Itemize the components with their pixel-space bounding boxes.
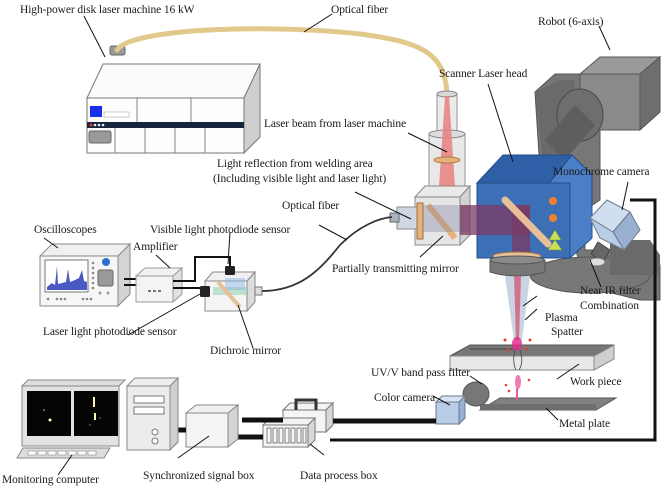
label-laser-machine: High-power disk laser machine 16 kW xyxy=(20,4,195,16)
synchronized-signal-box xyxy=(184,403,240,449)
label-near-ir-filter: Near IR filter xyxy=(580,285,641,297)
optical-fiber-top xyxy=(114,26,450,97)
laser-machine xyxy=(86,45,261,155)
laser-light-photodiode xyxy=(200,286,210,297)
laser-beam-cone xyxy=(505,276,530,340)
label-laser-beam: Laser beam from laser machine xyxy=(264,118,407,130)
label-dichroic-mirror: Dichroic mirror xyxy=(210,345,281,357)
oscilloscope xyxy=(38,242,132,308)
label-monochrome-camera: Monochrome camera xyxy=(553,166,650,178)
monitor-screen-left xyxy=(27,391,71,436)
label-optical-fiber-top: Optical fiber xyxy=(331,4,389,16)
laser-machine-panel xyxy=(88,130,112,144)
label-color-camera: Color camera xyxy=(374,392,436,404)
label-light-reflection-1: Light reflection from welding area xyxy=(217,158,373,170)
label-visible-sensor: Visible light photodiode sensor xyxy=(150,224,291,236)
label-amplifier: Amplifier xyxy=(133,241,178,253)
data-process-box xyxy=(261,398,335,449)
monochrome-camera xyxy=(588,199,641,267)
visible-light-photodiode xyxy=(225,266,235,275)
label-optical-fiber-mid: Optical fiber xyxy=(282,200,340,212)
metal-plate xyxy=(478,397,618,411)
scanner-laser-head xyxy=(460,154,593,277)
signal-cable-frame xyxy=(330,198,657,442)
label-work-piece: Work piece xyxy=(570,376,622,388)
robot xyxy=(529,55,662,301)
label-metal-plate: Metal plate xyxy=(559,418,610,430)
label-uv-filter: UV/V band pass filter xyxy=(371,367,470,379)
label-laser-sensor: Laser light photodiode sensor xyxy=(43,326,177,338)
label-spatter: Spatter xyxy=(551,326,583,338)
label-oscilloscopes: Oscilloscopes xyxy=(34,224,97,236)
color-camera xyxy=(434,381,490,426)
label-scanner-head: Scanner Laser head xyxy=(439,68,528,80)
label-data-box: Data process box xyxy=(300,470,378,482)
amplifier xyxy=(134,266,184,304)
label-robot: Robot (6-axis) xyxy=(538,16,604,28)
partial-mirror-box xyxy=(389,184,472,247)
laser-machine-display xyxy=(90,106,102,117)
leader-lines xyxy=(43,13,629,476)
monitoring-computer xyxy=(16,376,180,459)
label-near-ir-combination: Combination xyxy=(580,300,639,312)
label-light-reflection-2: (Including visible light and laser light… xyxy=(213,173,387,185)
label-sync-box: Synchronized signal box xyxy=(143,470,255,482)
plasma-plume xyxy=(503,337,532,400)
dichroic-mirror-box xyxy=(200,266,263,313)
label-plasma: Plasma xyxy=(545,312,578,324)
work-piece xyxy=(449,344,615,371)
label-partial-mirror: Partially transmitting mirror xyxy=(332,263,459,275)
optical-fiber-mid xyxy=(261,216,393,292)
label-monitoring-computer: Monitoring computer xyxy=(2,474,99,486)
collimator-tube xyxy=(428,90,466,187)
